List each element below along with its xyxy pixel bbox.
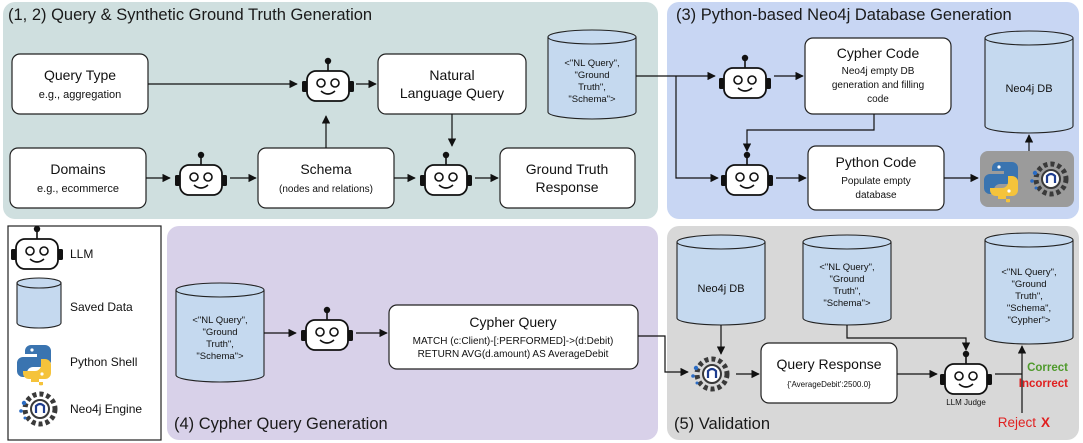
saved-data-cylinder-p5-schema xyxy=(802,234,892,326)
legend-llm-label: LLM xyxy=(70,247,93,261)
cylinder-p5c-line4: "Cypher"> xyxy=(1008,315,1051,326)
nl-query-box xyxy=(377,53,527,115)
neo4j-db-cylinder-p3 xyxy=(984,30,1074,134)
cylinder-p4-line2: Truth", xyxy=(206,339,234,350)
query-type-box xyxy=(11,53,149,115)
domains-box xyxy=(9,147,147,209)
cylinder-p5s-line1: "Ground xyxy=(829,274,864,285)
saved-data-cylinder-p12 xyxy=(547,29,637,120)
legend-python-shell-label: Python Shell xyxy=(70,355,137,369)
query-response-title: Query Response xyxy=(776,356,881,372)
domains-title: Domains xyxy=(50,161,105,177)
cypher-query-box xyxy=(388,304,639,370)
gt-response-line2: Response xyxy=(535,179,598,195)
cylinder-p5s-line3: "Schema"> xyxy=(823,298,871,309)
verdict-incorrect: Incorrect xyxy=(1019,378,1068,390)
cypher-query-line1: MATCH (c:Client)-[:PERFORMED]->(d:Debit) xyxy=(413,336,614,347)
cylinder-p12-line0: <"NL Query", xyxy=(564,58,619,69)
cylinder-p5c-line2: Truth", xyxy=(1015,291,1043,302)
reject-label: Reject xyxy=(998,415,1037,430)
cypher-query-title: Cypher Query xyxy=(469,314,556,330)
cylinder-p4-line3: "Schema"> xyxy=(196,351,244,362)
cylinder-p12-line2: Truth", xyxy=(578,82,606,93)
legend-saved-data-cylinder-icon xyxy=(16,277,62,329)
legend-neo4j-engine-label: Neo4j Engine xyxy=(70,402,142,416)
python-code-title: Python Code xyxy=(836,154,917,170)
saved-data-cylinder-p5-cypher xyxy=(984,232,1074,345)
cypher-code-title: Cypher Code xyxy=(837,45,920,61)
python-code-sub1: Populate empty xyxy=(841,176,911,187)
cylinder-p4-line1: "Ground xyxy=(202,327,237,338)
panel-title-p12: (1, 2) Query & Synthetic Ground Truth Ge… xyxy=(8,6,372,24)
query-type-title: Query Type xyxy=(44,67,116,83)
verdict-correct: Correct xyxy=(1027,362,1068,374)
panel-title-p4: (4) Cypher Query Generation xyxy=(174,415,388,433)
panel-title-p5: (5) Validation xyxy=(674,415,770,433)
cypher-code-sub2: generation and filling xyxy=(832,80,924,91)
gt-response-line1: Ground Truth xyxy=(526,161,609,177)
cylinder-p5s-line2: Truth", xyxy=(833,286,861,297)
gt-response-box xyxy=(499,147,636,209)
cylinder-p5c-line3: "Schema", xyxy=(1007,303,1051,314)
cylinder-p4-line0: <"NL Query", xyxy=(192,315,247,326)
cylinder-p5c-line1: "Ground xyxy=(1011,279,1046,290)
arrow-cypher-code-robot xyxy=(742,114,875,152)
python-code-sub2: database xyxy=(855,190,897,201)
cypher-code-sub1: Neo4j empty DB xyxy=(842,66,915,77)
panel-title-p3: (3) Python-based Neo4j Database Generati… xyxy=(676,6,1012,24)
neo4j-db-cylinder-p5 xyxy=(676,234,766,326)
cylinder-p12-line1: "Ground xyxy=(574,70,609,81)
cypher-code-sub3: code xyxy=(867,94,889,105)
cylinder-p5s-line0: <"NL Query", xyxy=(819,262,874,273)
arrow-schema-cylinder-judge xyxy=(846,325,971,351)
query-type-sub: e.g., aggregation xyxy=(39,89,122,101)
cypher-code-box xyxy=(804,37,952,115)
legend-saved-data-label: Saved Data xyxy=(70,300,133,314)
schema-title: Schema xyxy=(300,161,352,177)
cypher-query-line2-text: RETURN AVG(d.amount) AS AverageDebit xyxy=(418,349,609,360)
nl-query-line1: Natural xyxy=(429,67,474,83)
neo4j-db-label-p5: Neo4j DB xyxy=(697,283,744,295)
domains-sub: e.g., ecommerce xyxy=(37,183,119,195)
saved-data-cylinder-p4 xyxy=(175,282,265,383)
schema-box xyxy=(257,147,395,209)
nl-query-line2: Language Query xyxy=(400,85,504,101)
reject-x-icon: X xyxy=(1041,415,1050,430)
llm-judge-label: LLM Judge xyxy=(946,398,986,407)
query-response-box xyxy=(760,342,898,404)
cylinder-p5c-line0: <"NL Query", xyxy=(1001,267,1056,278)
cylinder-p12-line3: "Schema"> xyxy=(568,94,616,105)
query-response-value: {'AverageDebit':2500.0} xyxy=(787,380,871,389)
schema-sub: (nodes and relations) xyxy=(279,184,373,195)
arrow-cypher-query-engine xyxy=(638,335,689,377)
arrow-cylinder-robot-python xyxy=(675,76,719,183)
neo4j-db-label-p3: Neo4j DB xyxy=(1005,83,1052,95)
